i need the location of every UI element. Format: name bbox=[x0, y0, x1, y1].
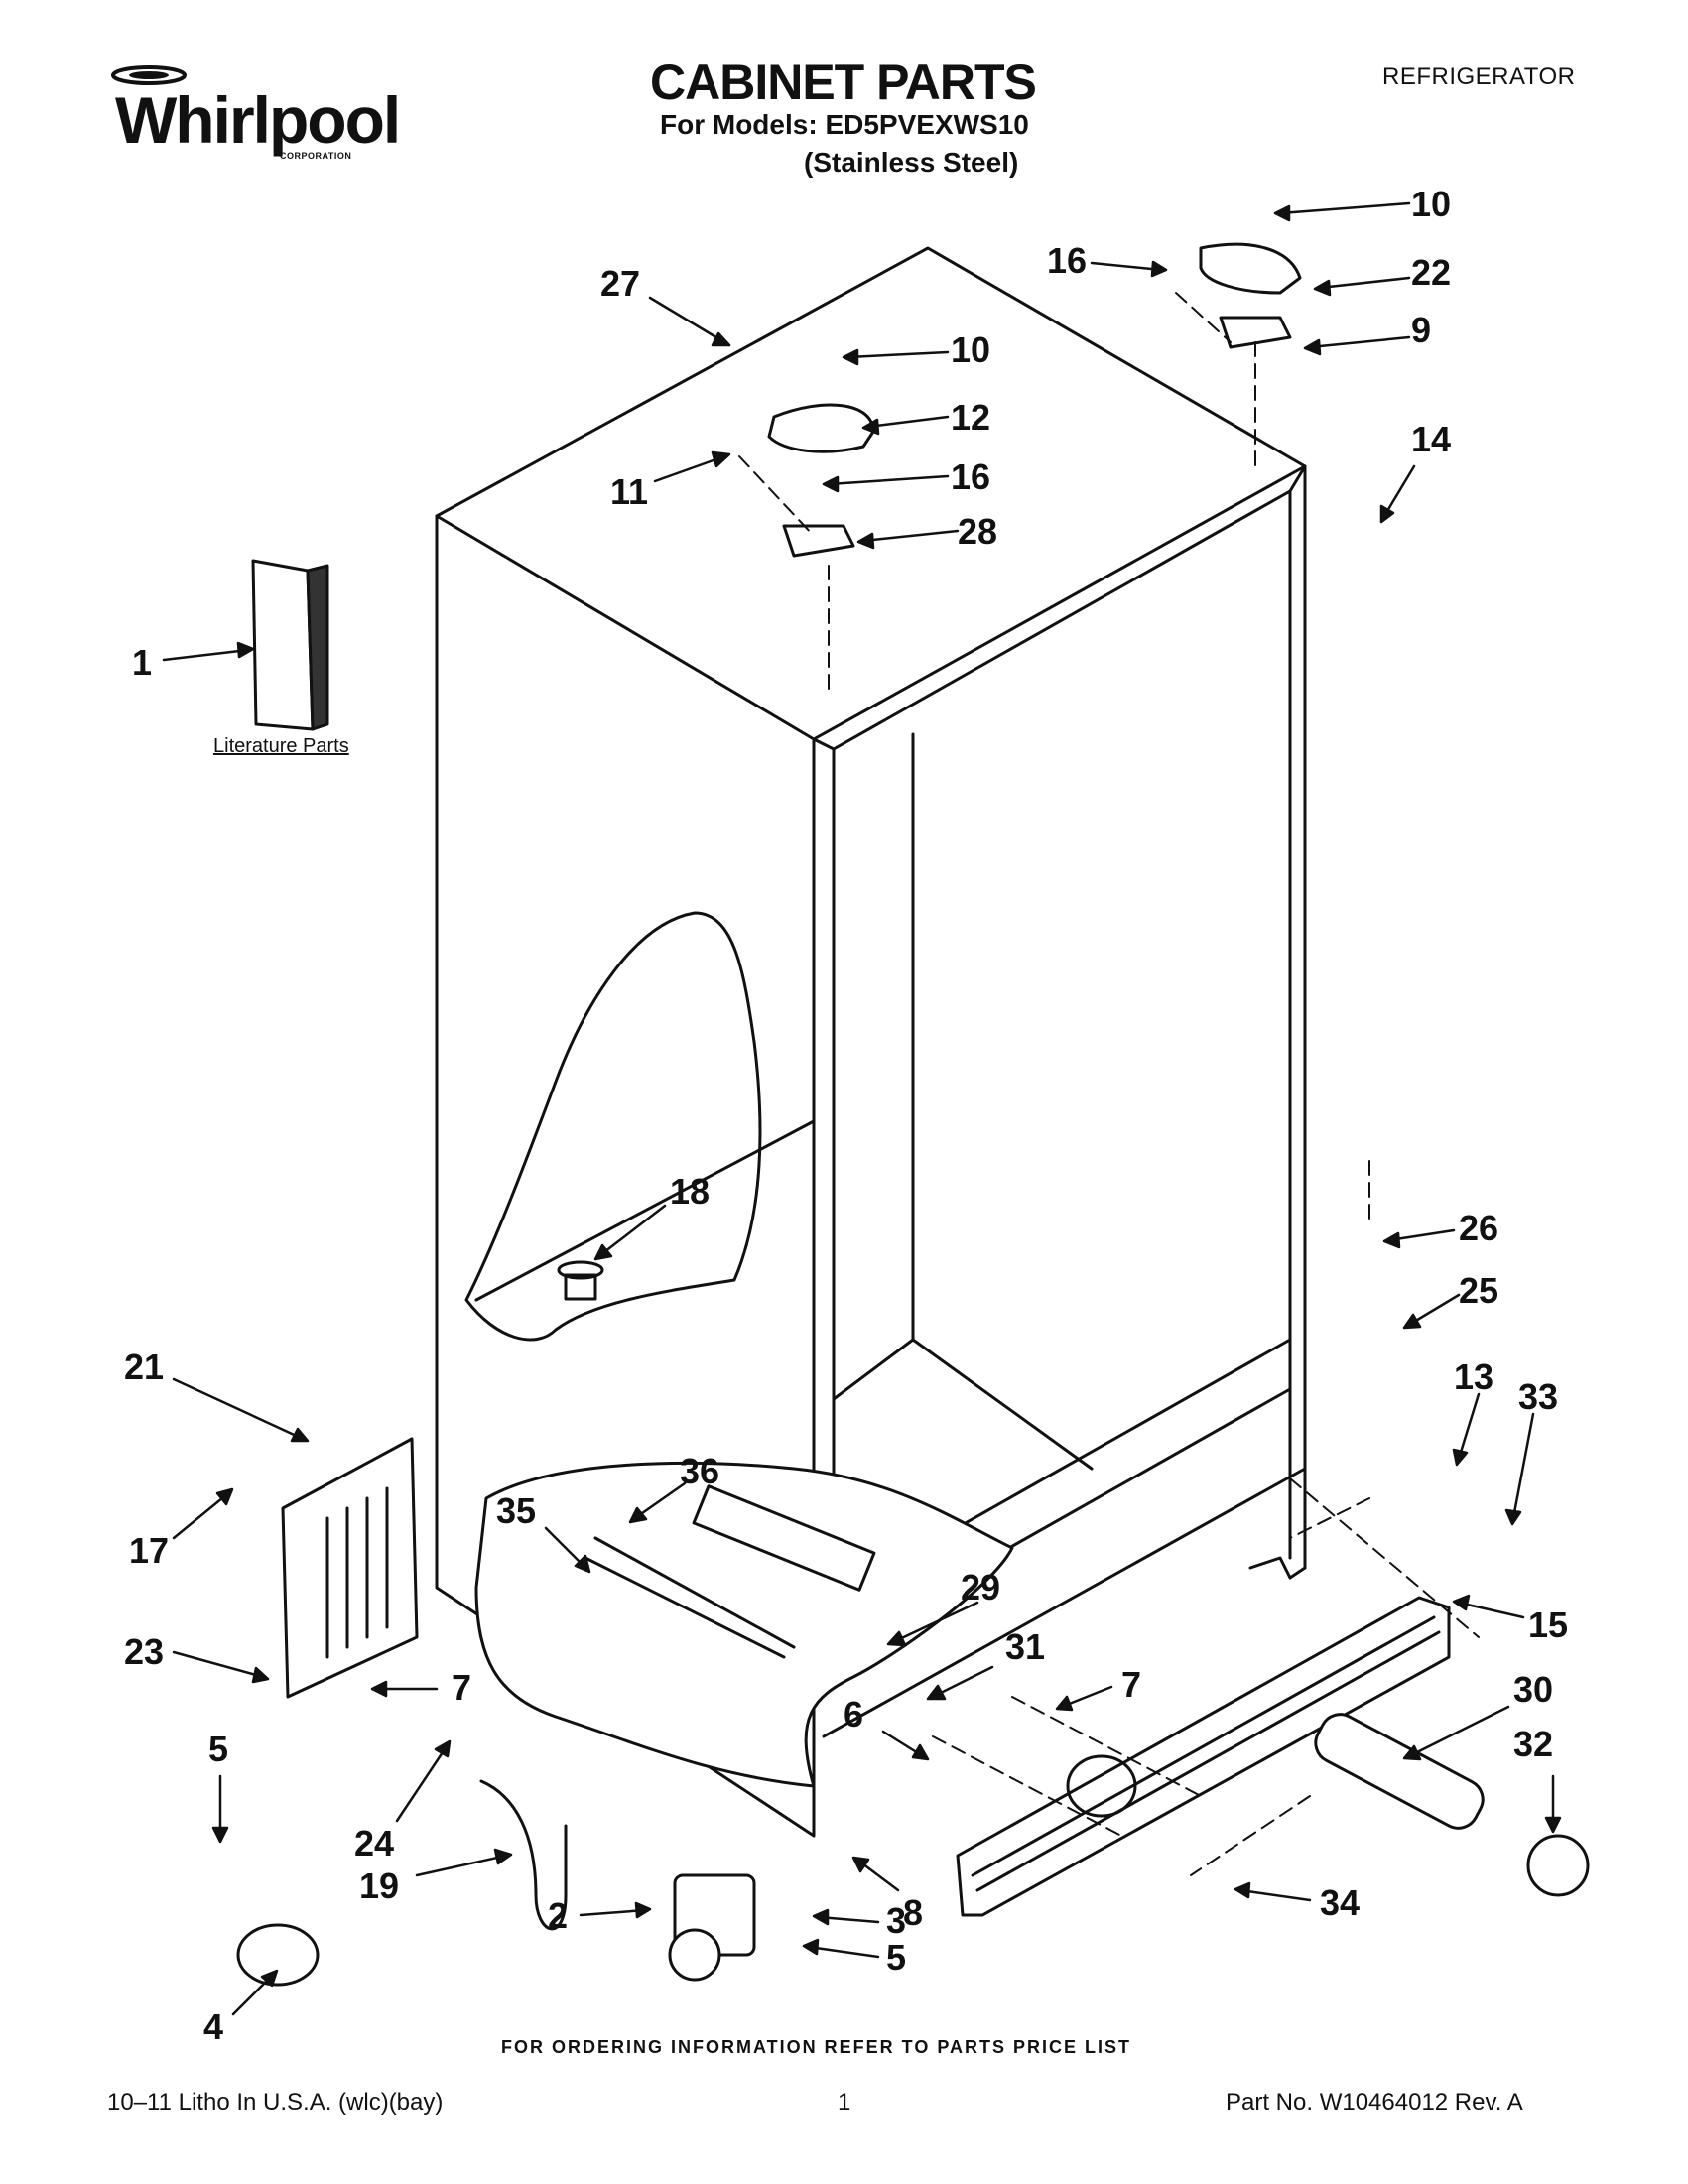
literature-book bbox=[251, 559, 329, 731]
literature-parts-label: Literature Parts bbox=[213, 735, 349, 757]
brand-name: Whirlpool bbox=[115, 83, 401, 157]
callout-33: 33 bbox=[1518, 1376, 1558, 1417]
callout-31: 31 bbox=[1005, 1626, 1045, 1667]
callout-10: 10 bbox=[1411, 184, 1451, 224]
brand-subtitle: CORPORATION bbox=[280, 151, 352, 161]
part-number: Part No. W10464012 Rev. A bbox=[1226, 2089, 1523, 2116]
callout-21: 21 bbox=[124, 1347, 164, 1387]
callout-10: 10 bbox=[951, 329, 990, 370]
callout-6: 6 bbox=[844, 1694, 863, 1734]
rear-grille bbox=[281, 1437, 419, 1699]
callout-16: 16 bbox=[951, 456, 990, 497]
callout-18: 18 bbox=[670, 1171, 710, 1212]
callout-13: 13 bbox=[1454, 1356, 1493, 1397]
callout-11: 11 bbox=[610, 471, 648, 512]
callout-25: 25 bbox=[1459, 1270, 1498, 1311]
hinge-parts bbox=[767, 242, 1302, 558]
logo-swoosh-icon bbox=[111, 65, 187, 85]
callout-7: 7 bbox=[452, 1667, 471, 1708]
callout-29: 29 bbox=[961, 1567, 1000, 1607]
callout-8: 8 bbox=[903, 1892, 923, 1933]
leveler-parts bbox=[236, 1873, 756, 1987]
brand-logo: Whirlpool CORPORATION bbox=[109, 62, 401, 161]
callout-28: 28 bbox=[958, 511, 997, 552]
water-tube bbox=[479, 1779, 568, 1931]
category-label: REFRIGERATOR bbox=[1382, 64, 1576, 90]
callout-36: 36 bbox=[680, 1451, 719, 1491]
callout-30: 30 bbox=[1513, 1669, 1553, 1710]
callout-7: 7 bbox=[1121, 1664, 1141, 1705]
callout-9: 9 bbox=[1411, 310, 1431, 350]
callout-24: 24 bbox=[354, 1823, 394, 1863]
dashed-leaders bbox=[738, 292, 1480, 1876]
callout-3: 3 bbox=[886, 1900, 906, 1941]
finish-line: (Stainless Steel) bbox=[804, 147, 1019, 178]
callout-19: 19 bbox=[359, 1865, 399, 1906]
callout-16: 16 bbox=[1047, 240, 1087, 281]
exploded-parts-diagram: 27 10 12 11 16 28 10 16 22 9 14 1 18 26 … bbox=[124, 184, 1590, 2047]
callouts bbox=[162, 201, 1562, 2016]
cutaway-left bbox=[464, 911, 816, 1342]
callout-14: 14 bbox=[1411, 419, 1451, 459]
callout-23: 23 bbox=[124, 1631, 164, 1672]
callout-12: 12 bbox=[951, 397, 990, 438]
ordering-note: FOR ORDERING INFORMATION REFER TO PARTS … bbox=[501, 2037, 1132, 2057]
callout-4: 4 bbox=[203, 2006, 223, 2047]
callout-26: 26 bbox=[1459, 1208, 1498, 1248]
callout-5: 5 bbox=[208, 1729, 228, 1769]
models-line: For Models: ED5PVEXWS10 bbox=[660, 109, 1029, 140]
callout-27: 27 bbox=[600, 263, 640, 304]
cutaway-bottom bbox=[474, 1461, 1014, 1788]
page-title: CABINET PARTS bbox=[650, 55, 1037, 110]
page-number: 1 bbox=[838, 2089, 851, 2116]
callout-34: 34 bbox=[1320, 1882, 1360, 1923]
base-grille bbox=[956, 1596, 1451, 1917]
callout-22: 22 bbox=[1411, 252, 1451, 293]
callout-5: 5 bbox=[886, 1937, 906, 1978]
callout-1: 1 bbox=[132, 642, 152, 683]
callout-17: 17 bbox=[129, 1530, 169, 1571]
callout-32: 32 bbox=[1513, 1724, 1553, 1764]
callout-35: 35 bbox=[496, 1490, 536, 1531]
callout-2: 2 bbox=[548, 1895, 568, 1936]
callout-15: 15 bbox=[1528, 1605, 1568, 1645]
litho-line: 10–11 Litho In U.S.A. (wlc)(bay) bbox=[107, 2089, 444, 2116]
